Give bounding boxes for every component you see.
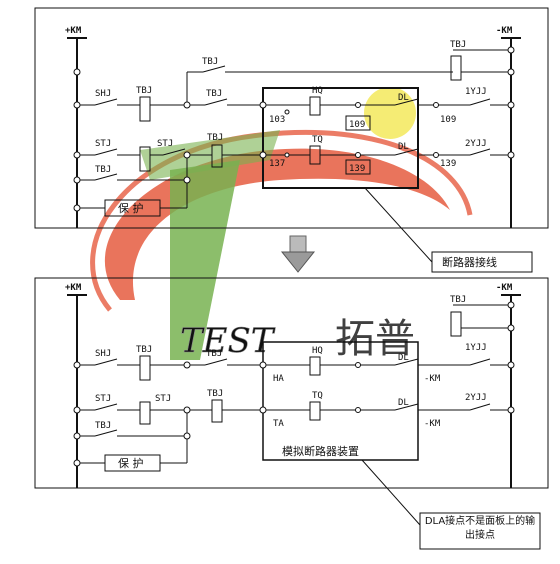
top-hq-label: HQ — [312, 86, 323, 96]
down-arrow-icon — [280, 235, 316, 273]
bottom-protection-box-label: 保 护 — [118, 456, 144, 470]
top-tq-label: TQ — [312, 135, 323, 145]
top-dl1-label: DL — [398, 93, 409, 103]
top-node-139-box-label: 139 — [349, 164, 365, 174]
watermark-logo — [90, 87, 473, 360]
top-node-137-label: 137 — [269, 159, 285, 169]
top-panel — [34, 7, 549, 273]
top-node-109-box-label: 109 — [349, 120, 365, 130]
bottom-tbj-lower-label: TBJ — [95, 421, 111, 431]
bottom-tbj-relay-label: TBJ — [136, 345, 152, 355]
bottom-dl2-label: DL — [398, 398, 409, 408]
bottom-tq-label: TQ — [312, 391, 323, 401]
top-protection-box-label: 保 护 — [118, 201, 144, 215]
bottom-ha-label: HA — [273, 374, 284, 384]
bottom-plus-km-label: +KM — [65, 283, 82, 293]
top-shj-label: SHJ — [95, 89, 111, 99]
top-callout-label: 断路器接线 — [442, 255, 497, 269]
bottom-minus-km-2-label: -KM — [424, 419, 441, 429]
top-tbj-coil-right-label: TBJ — [450, 40, 466, 50]
top-2yjj-label: 2YJJ — [465, 139, 487, 149]
bottom-hq-label: HQ — [312, 346, 323, 356]
bottom-stj-label-2: STJ — [155, 394, 171, 404]
top-node-139-label: 139 — [440, 159, 456, 169]
top-minus-km-label: -KM — [496, 26, 513, 36]
bottom-dl1-label: DL — [398, 353, 409, 363]
top-stj-label-1: STJ — [95, 139, 111, 149]
bottom-minus-km-label: -KM — [496, 283, 513, 293]
top-node-109-label: 109 — [440, 115, 456, 125]
top-plus-km-label: +KM — [65, 26, 82, 36]
bottom-callout-label: DLA接点不是面板上的输出接点 — [424, 516, 536, 541]
bottom-ta-label: TA — [273, 419, 284, 429]
top-nodes — [73, 46, 515, 212]
bottom-sim-breaker-label: 模拟断路器装置 — [282, 444, 359, 458]
bottom-nodes — [73, 301, 515, 467]
watermark-brand-text: 拓普 — [335, 316, 415, 362]
top-tbj-branch-label: TBJ — [202, 57, 218, 67]
bottom-tbj-coil-right-label: TBJ — [450, 295, 466, 305]
top-tbj-stj-label: TBJ — [207, 133, 223, 143]
bottom-tbj-stj-label: TBJ — [207, 389, 223, 399]
top-stj-label-2: STJ — [157, 139, 173, 149]
top-tbj-contact-label: TBJ — [206, 89, 222, 99]
bottom-2yjj-label: 2YJJ — [465, 393, 487, 403]
watermark-test-text: TEST — [180, 321, 276, 361]
bottom-minus-km-1-label: -KM — [424, 374, 441, 384]
top-1yjj-label: 1YJJ — [465, 87, 487, 97]
bottom-1yjj-label: 1YJJ — [465, 343, 487, 353]
bottom-panel — [34, 277, 549, 550]
bottom-tbj-contact-label: TBJ — [206, 349, 222, 359]
bottom-shj-label: SHJ — [95, 349, 111, 359]
top-tbj-relay-label: TBJ — [136, 86, 152, 96]
top-tbj-lower-label: TBJ — [95, 165, 111, 175]
top-node-103-label: 103 — [269, 115, 285, 125]
bottom-stj-label-1: STJ — [95, 394, 111, 404]
top-dl2-label: DL — [398, 142, 409, 152]
